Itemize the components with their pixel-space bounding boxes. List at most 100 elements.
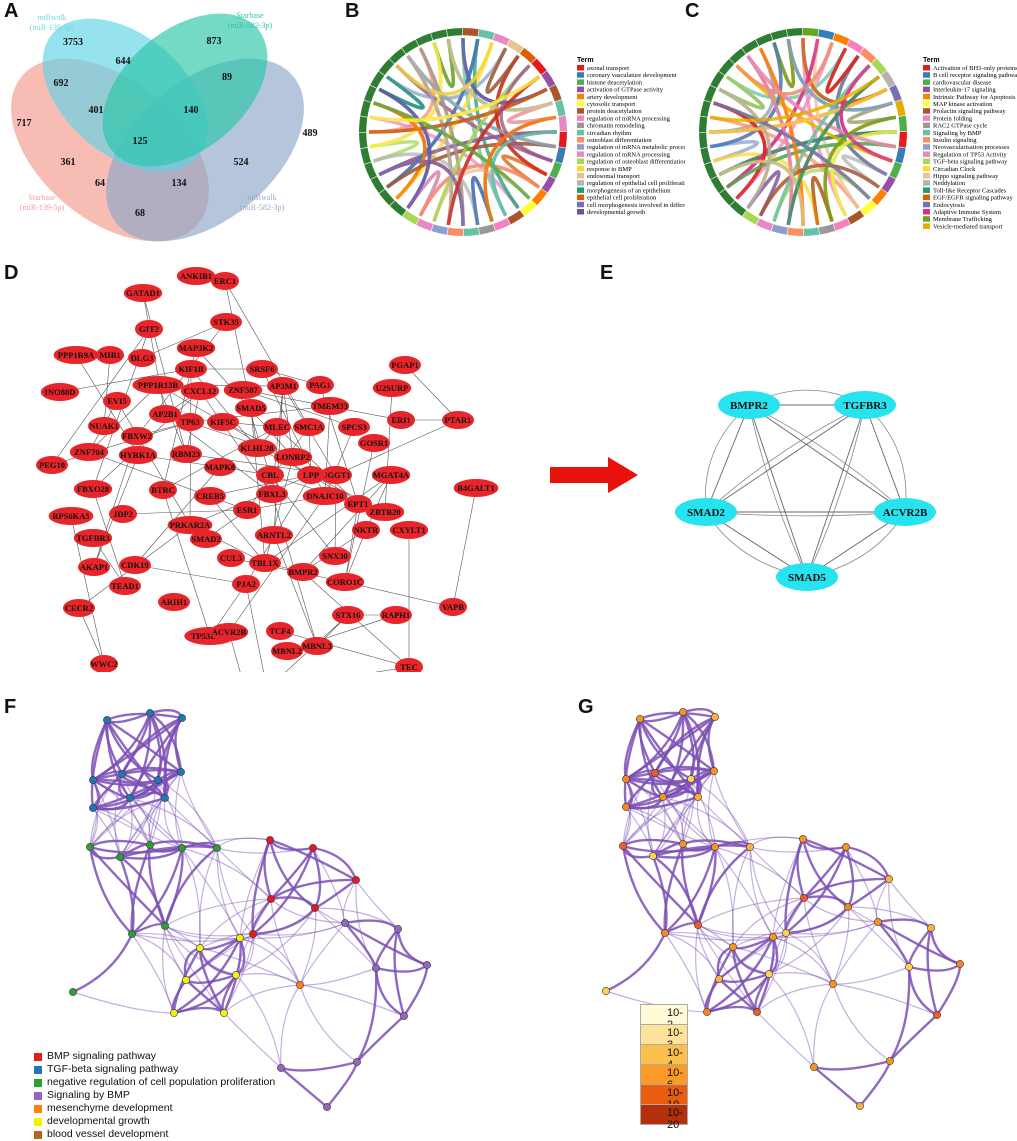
enrichment-edge: [299, 967, 377, 986]
enrichment-edge: [756, 983, 834, 1013]
enrichment-edge: [131, 932, 201, 949]
enrichment-node: [353, 1058, 361, 1066]
enrichment-node: [619, 842, 627, 850]
enrichment-edge: [163, 847, 218, 927]
enrichment-network-f: [69, 708, 431, 1111]
enrichment-edge: [622, 845, 699, 926]
venn-count: 524: [234, 157, 249, 168]
enrichment-edge: [929, 927, 961, 966]
chord-ribbon: [718, 159, 805, 227]
enrichment-edge: [663, 843, 685, 934]
enrichment-edge: [664, 932, 720, 980]
chord-segment: [742, 210, 760, 225]
enrichment-edge: [147, 844, 167, 927]
enrichment-edge: [270, 898, 301, 986]
enrichment-edge: [652, 778, 692, 857]
legend-item: mesenchyme development: [34, 1102, 275, 1115]
legend-swatch: [923, 115, 930, 121]
enrichment-node: [810, 1063, 818, 1071]
ppi-node: [170, 445, 202, 463]
venn-count: 89: [222, 72, 232, 83]
ppi-node: [88, 417, 120, 435]
ppi-node: [249, 554, 281, 572]
ppi-node: [358, 434, 390, 452]
enrichment-edge: [749, 846, 774, 938]
enrichment-edge: [647, 772, 656, 857]
ppi-node: [256, 485, 288, 503]
legend-swatch: [577, 180, 584, 186]
enrichment-edge: [768, 973, 815, 1068]
enrichment-edge: [908, 963, 961, 972]
enrichment-edge: [785, 906, 849, 935]
enrichment-node: [694, 793, 702, 801]
enrichment-edge: [697, 897, 805, 926]
venn-count: 134: [172, 178, 187, 189]
ppi-node-label: PTAR1: [445, 415, 472, 425]
legend-swatch: [577, 122, 584, 129]
enrichment-edge: [129, 797, 151, 846]
ppi-node-label: TEC: [400, 662, 417, 672]
ppi-node: [103, 392, 131, 410]
ppi-node-label: CUL3: [220, 553, 242, 563]
ppi-node: [332, 606, 364, 624]
legend-label: regulation of mRNA processing: [587, 151, 671, 158]
ppi-node-label: MGAT4A: [373, 470, 410, 480]
ppi-node: [325, 573, 365, 591]
ppi-node-label: CXCL12: [184, 386, 217, 396]
ppi-node-label: PRKAR2A: [170, 520, 211, 530]
legend-swatch: [577, 93, 584, 100]
enrichment-node: [885, 875, 893, 883]
ppi-edge: [452, 487, 477, 608]
ppi-node-label: PEG10: [39, 460, 65, 470]
enrichment-edge: [664, 846, 717, 934]
venn-count: 489: [303, 128, 318, 139]
enrichment-node: [400, 1012, 408, 1020]
hub-edge: [748, 404, 808, 578]
legend-swatch: [923, 65, 930, 71]
enrichment-node: [765, 970, 773, 978]
enrichment-edge: [664, 932, 774, 941]
chord-ribbon: [839, 64, 893, 163]
hub-edge: [705, 404, 866, 513]
enrichment-edge: [639, 711, 716, 721]
ppi-node: [223, 381, 263, 399]
enrichment-edge: [803, 897, 879, 923]
enrichment-edge: [131, 847, 184, 935]
panel-label-c: C: [685, 0, 700, 22]
ppi-node: [352, 521, 380, 539]
chord-segment: [364, 162, 378, 180]
ppi-node-label: DNAJC10: [306, 491, 343, 501]
ppi-node-label: ZNF704: [74, 447, 105, 457]
ppi-edge: [162, 489, 211, 637]
ppi-node-label: LPP: [303, 470, 319, 480]
enrichment-edge: [239, 922, 346, 939]
venn-count: 64: [95, 178, 105, 189]
enrichment-edge: [713, 770, 751, 848]
chord-segment: [389, 200, 407, 217]
ppi-node: [118, 446, 158, 464]
ppi-edge: [122, 509, 248, 515]
hub-node-label: SMAD2: [687, 507, 725, 519]
chord-segment: [699, 116, 709, 132]
legend-swatch: [577, 187, 584, 193]
enrichment-edge: [280, 1067, 328, 1108]
enrichment-node: [933, 1011, 941, 1019]
legend-swatch: [923, 86, 930, 93]
venn-count: 692: [54, 78, 69, 89]
legend-swatch: [923, 129, 930, 136]
chord-segment: [704, 162, 718, 180]
ppi-edge: [404, 364, 459, 421]
enrichment-node: [178, 844, 186, 852]
ppi-edge: [264, 474, 392, 564]
enrichment-node: [69, 988, 77, 996]
hub-edge: [748, 404, 808, 578]
legend-label: MAP kinase activation: [933, 101, 993, 108]
legend-swatch: [923, 165, 930, 172]
ppi-node: [204, 458, 236, 476]
legend-label: RAC2 GTPase cycle: [933, 123, 987, 130]
venn-count: 361: [61, 157, 76, 168]
enrichment-node: [128, 930, 136, 938]
chord-segment: [719, 188, 736, 206]
